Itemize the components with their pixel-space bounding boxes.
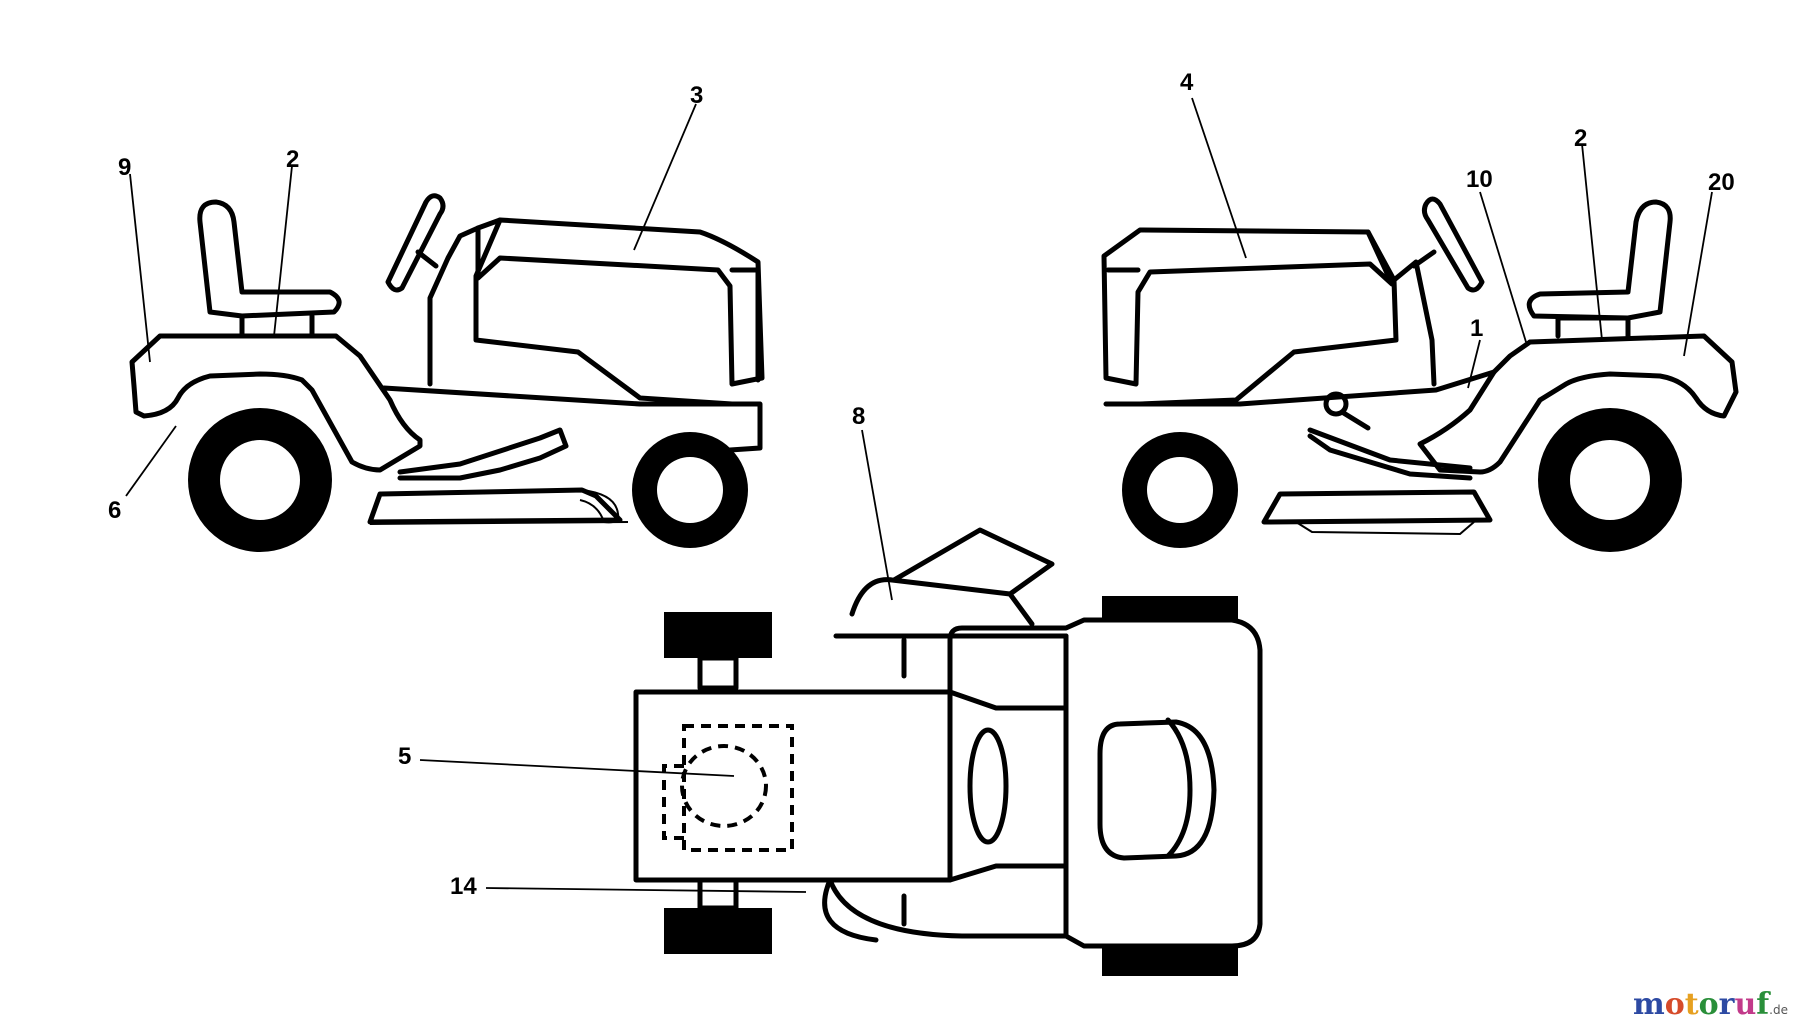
tractor-top-view bbox=[419, 429, 1263, 976]
callout-8-top: 8 bbox=[852, 403, 865, 430]
watermark-letter: o bbox=[1698, 987, 1719, 1022]
watermark-letter: t bbox=[1684, 987, 1699, 1022]
callout-6-left: 6 bbox=[108, 497, 121, 524]
watermark-letter: m bbox=[1633, 987, 1665, 1022]
callout-4-right: 4 bbox=[1180, 69, 1194, 96]
callout-1-right: 1 bbox=[1470, 315, 1483, 342]
watermark-letter: f bbox=[1756, 987, 1770, 1022]
tractor-right-side-view bbox=[1101, 97, 1739, 552]
callout-20-right: 20 bbox=[1708, 169, 1735, 196]
callout-labels: 9 2 3 6 4 2 10 20 1 8 5 14 bbox=[108, 69, 1735, 900]
callout-2-right: 2 bbox=[1574, 125, 1587, 152]
watermark-letter: o bbox=[1664, 987, 1685, 1022]
callout-9-left: 9 bbox=[118, 154, 131, 181]
callout-3-left: 3 bbox=[690, 82, 703, 109]
watermark-suffix: .de bbox=[1769, 1003, 1788, 1017]
callout-2-left: 2 bbox=[286, 146, 299, 173]
callout-10-right: 10 bbox=[1466, 166, 1493, 193]
watermark-letter: r bbox=[1718, 987, 1735, 1022]
callout-14-top: 14 bbox=[450, 873, 477, 900]
watermark-letter: u bbox=[1734, 987, 1757, 1022]
motoruf-watermark: motoruf.de bbox=[1633, 987, 1788, 1022]
callout-5-top: 5 bbox=[398, 743, 411, 770]
tractor-left-side-view bbox=[125, 103, 765, 552]
